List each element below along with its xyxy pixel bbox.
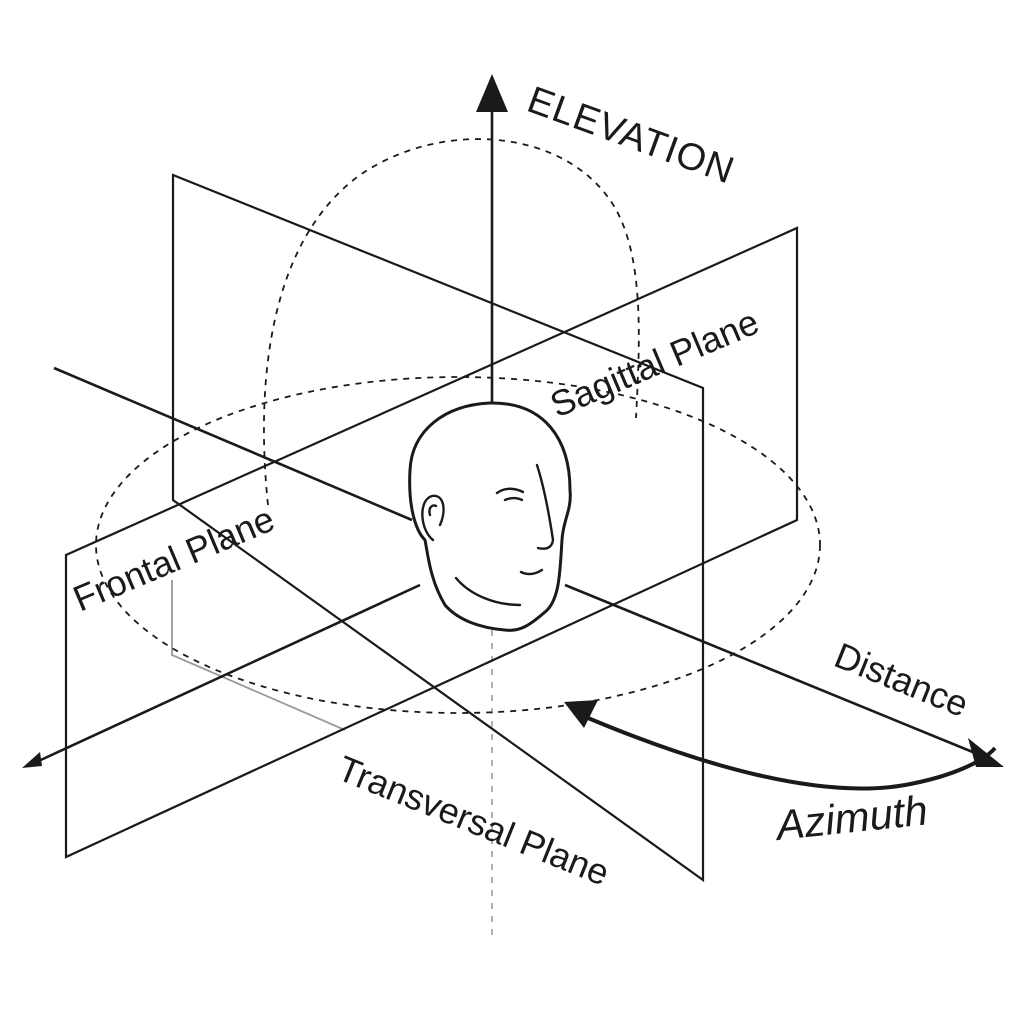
sagittal-plane-label: Sagittal Plane: [544, 301, 765, 426]
head-icon: [408, 401, 572, 632]
sagittal-plane: [171, 173, 705, 883]
azimuth-arc-arrow: [587, 716, 997, 791]
azimuth-arrowhead: [564, 700, 598, 728]
elevation-label: ELEVATION: [522, 79, 740, 193]
distance-axis: [564, 583, 981, 757]
transversal-plane-label: Transversal Plane: [332, 747, 615, 893]
frontal-plane-label: Frontal Plane: [67, 498, 280, 619]
elevation-arc: [263, 138, 640, 506]
distance-label: Distance: [829, 634, 974, 724]
azimuth-circle: [95, 376, 821, 714]
grey-plane-edge: [171, 580, 346, 731]
front-axis-arrowhead: [22, 752, 42, 768]
frontal-plane: [64, 226, 799, 859]
front-axis: [31, 583, 421, 766]
elevation-arrowhead: [476, 74, 508, 112]
interaural-axis: [53, 366, 413, 522]
azimuth-label: Azimuth: [771, 786, 930, 849]
ear-icon: [421, 494, 445, 542]
